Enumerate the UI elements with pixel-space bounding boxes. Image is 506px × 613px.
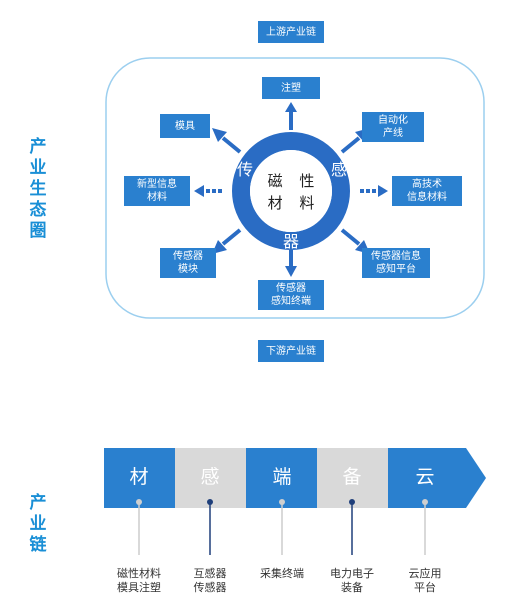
chain-stage-char-1: 材 [129, 466, 149, 488]
node-sensor-info-platform: 传感器信息 感知平台 [362, 248, 430, 278]
chain-side-label: 产业链 [29, 493, 47, 555]
chain-segment-1 [104, 448, 175, 508]
chain-stage-char-2: 感 [200, 466, 220, 488]
chain-segment-3 [246, 448, 317, 508]
node-automation-line: 自动化 产线 [362, 112, 424, 142]
ecosystem-side-label: 产业生态圈 [29, 137, 47, 241]
node-sensor-terminal: 传感器 感知终端 [258, 280, 324, 310]
chain-drop-dot-4 [349, 499, 355, 505]
connector-bottom [285, 250, 297, 277]
upstream-box: 上游产业链 [258, 21, 324, 43]
node-sensor-module: 传感器 模块 [160, 248, 216, 278]
chain-stage-char-5: 云 [415, 466, 435, 488]
connector-right [360, 185, 388, 197]
chain-drop-dot-3 [279, 499, 285, 505]
chain-segment-5 [388, 448, 486, 508]
sensor-ring [232, 132, 350, 250]
chain-stage-label-5: 云应用 平台 [408, 567, 442, 594]
chain-drop-dot-5 [422, 499, 428, 505]
chain-drop-dot-1 [136, 499, 142, 505]
chain-segment-4 [317, 448, 388, 508]
downstream-box: 下游产业链 [258, 340, 324, 362]
chain-stage-label-4: 电力电子 装备 [330, 567, 374, 594]
chain-drop-dot-2 [207, 499, 213, 505]
node-injection-molding: 注塑 [262, 77, 320, 99]
ring-char-right: 感 [330, 160, 347, 179]
ecosystem-frame [105, 57, 485, 319]
chain-stage-char-3: 端 [272, 466, 292, 488]
ring-char-left: 传 [236, 160, 253, 179]
chain-stage-char-4: 备 [342, 466, 362, 488]
chain-stage-label-3: 采集终端 [260, 567, 304, 580]
core-text-line2: 材 料 [267, 194, 321, 212]
ring-char-bottom: 器 [282, 232, 299, 251]
chain-stage-label-1: 磁性材料 模具注塑 [117, 567, 161, 594]
connector-left [194, 185, 222, 197]
chain-segment-2 [175, 448, 246, 508]
core-disc [250, 150, 332, 232]
connector-top [285, 102, 297, 130]
node-hightech-info-material: 高技术 信息材料 [392, 176, 462, 206]
chain-stage-label-2: 互感器 传感器 [193, 567, 227, 594]
node-mold: 模具 [160, 114, 210, 138]
node-new-info-material: 新型信息 材料 [124, 176, 190, 206]
connector-top-left [212, 128, 242, 154]
core-text-line1: 磁 性 [267, 172, 321, 190]
